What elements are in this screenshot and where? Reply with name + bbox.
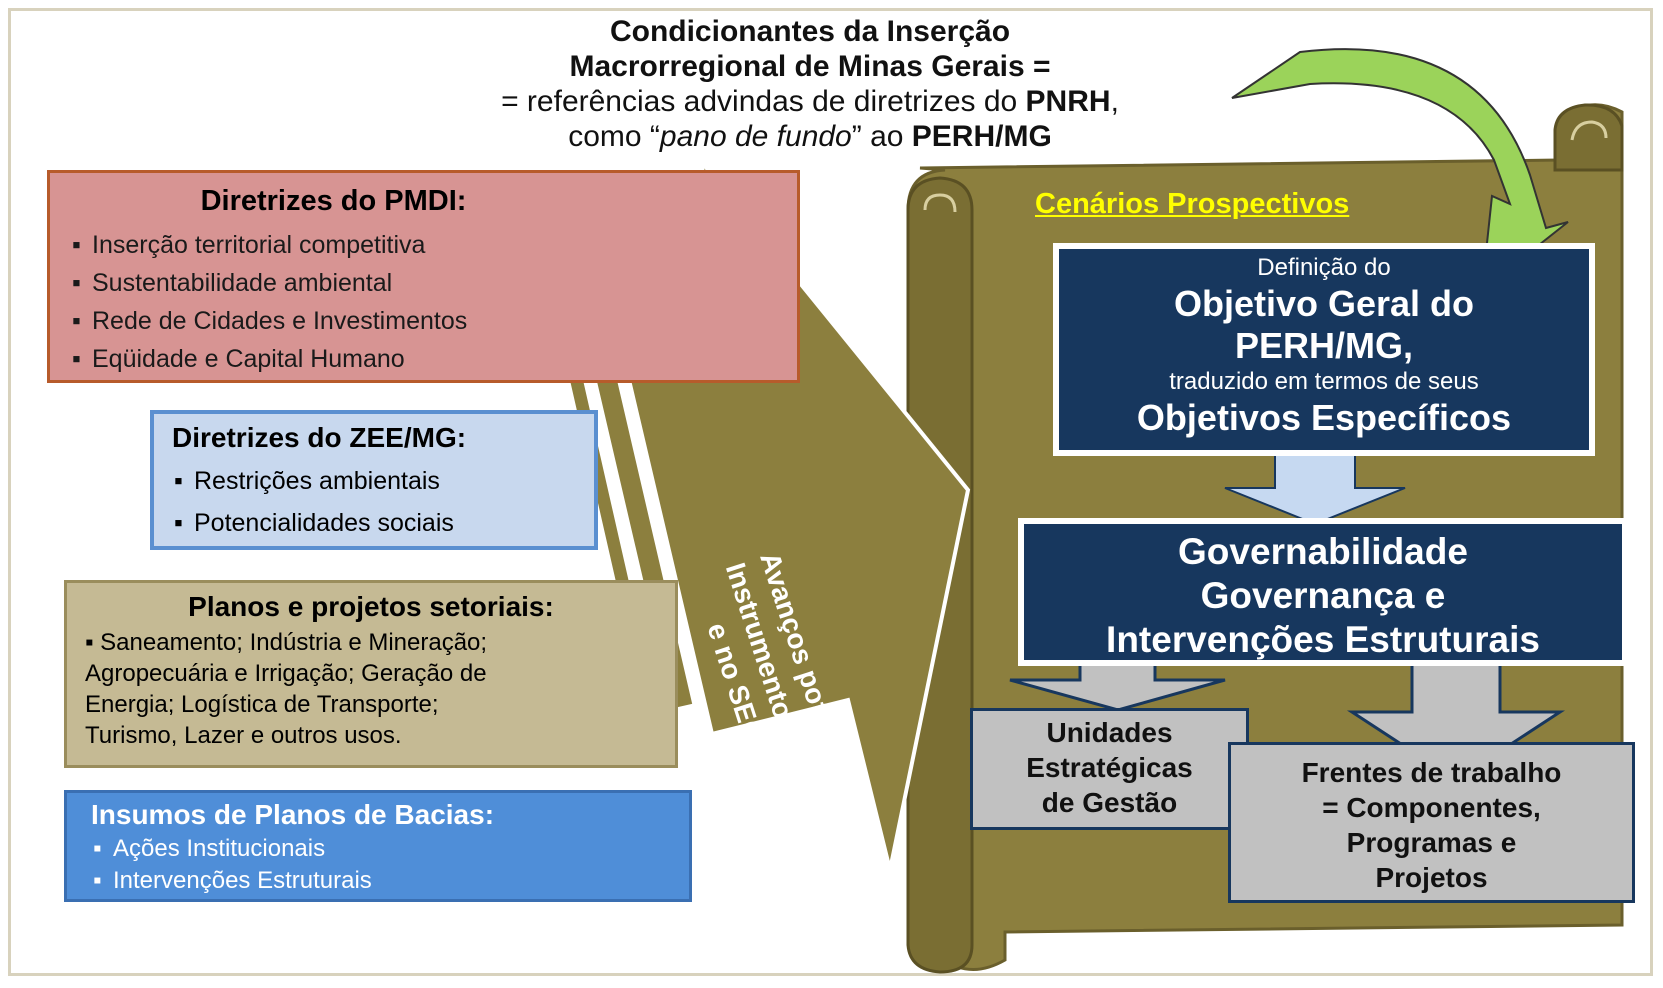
- header-perh: PERH/MG: [911, 120, 1052, 153]
- scroll-left-curl: [923, 193, 957, 213]
- basin-plans-box: Insumos de Planos de Bacias: Ações Insti…: [64, 790, 692, 902]
- work-fronts-box: Frentes de trabalho = Componentes, Progr…: [1228, 742, 1635, 903]
- work-fronts-line: Programas e: [1346, 827, 1517, 858]
- pmdi-item: Eqüidade e Capital Humano: [70, 340, 777, 378]
- sectoral-plans-line: Agropecuária e Irrigação; Geração de: [85, 660, 487, 687]
- header-line-3-start: = referências advindas de diretrizes do: [501, 85, 1026, 118]
- scroll-right-curl: [1570, 120, 1608, 141]
- pmdi-item: Rede de Cidades e Investimentos: [70, 302, 777, 340]
- objective-box: Definição do Objetivo Geral do PERH/MG, …: [1053, 243, 1595, 456]
- objective-line: Objetivos Específicos: [1136, 397, 1512, 438]
- header-line-4-start: como “: [568, 120, 660, 153]
- work-fronts-line: = Componentes,: [1322, 792, 1541, 823]
- strategic-units-line: de Gestão: [1041, 787, 1178, 818]
- header-pano-de-fundo: pano de fundo: [659, 120, 852, 153]
- diagram-frame: [8, 8, 1653, 976]
- header-line-3-end: ,: [1110, 85, 1119, 118]
- sectoral-plans-title: Planos e projetos setoriais:: [188, 591, 554, 622]
- pmdi-item: Inserção territorial competitiva: [70, 226, 777, 264]
- header-line-1: Condicionantes da Inserção: [609, 15, 1011, 48]
- zee-title: Diretrizes do ZEE/MG:: [172, 422, 467, 453]
- pmdi-item: Sustentabilidade ambiental: [70, 264, 777, 302]
- sectoral-plans-line: ▪ Saneamento; Indústria e Mineração;: [85, 629, 488, 656]
- header-line-3: = referências advindas de diretrizes do …: [400, 84, 1220, 119]
- objective-line: Objetivo Geral do: [1173, 283, 1475, 324]
- strategic-units-line: Estratégicas: [1026, 752, 1193, 783]
- objective-line: PERH/MG,: [1234, 325, 1413, 366]
- scenarios-title: Cenários Prospectivos: [1035, 188, 1350, 220]
- pmdi-list: Inserção territorial competitiva Sustent…: [70, 226, 777, 378]
- header: Condicionantes da Inserção Macrorregiona…: [400, 14, 1220, 154]
- pmdi-title: Diretrizes do PMDI:: [200, 185, 467, 217]
- zee-list: Restrições ambientais Potencialidades so…: [172, 460, 576, 544]
- basin-plans-title: Insumos de Planos de Bacias:: [91, 799, 495, 830]
- governance-line: Governança e: [1200, 575, 1446, 616]
- objective-line: traduzido em termos de seus: [1169, 368, 1479, 395]
- header-line-4: como “pano de fundo” ao PERH/MG: [400, 119, 1220, 154]
- sectoral-plans-line: Turismo, Lazer e outros usos.: [85, 722, 402, 749]
- basin-plans-list: Ações Institucionais Intervenções Estrut…: [91, 833, 665, 897]
- header-pnrh: PNRH: [1025, 85, 1111, 118]
- basin-plans-item: Ações Institucionais: [91, 833, 665, 865]
- basin-plans-item: Intervenções Estruturais: [91, 865, 665, 897]
- zee-box: Diretrizes do ZEE/MG: Restrições ambient…: [150, 410, 598, 550]
- header-line-4-mid: ” ao: [851, 120, 912, 153]
- governance-line: Governabilidade: [1178, 531, 1468, 572]
- sectoral-plans-box: Planos e projetos setoriais: ▪ Saneament…: [64, 580, 678, 768]
- zee-item: Restrições ambientais: [172, 460, 576, 502]
- sectoral-plans-line: Energia; Logística de Transporte;: [85, 691, 439, 718]
- objective-line: Definição do: [1257, 254, 1391, 281]
- strategic-units-line: Unidades: [1046, 717, 1173, 748]
- work-fronts-line: Projetos: [1375, 862, 1488, 893]
- pmdi-box: Diretrizes do PMDI: Inserção territorial…: [47, 170, 800, 383]
- header-line-2: Macrorregional de Minas Gerais =: [569, 50, 1051, 83]
- curved-green-arrow: [1231, 48, 1569, 293]
- scroll-right-roll: [1553, 103, 1624, 172]
- governance-box: Governabilidade Governança e Intervençõe…: [1018, 518, 1628, 666]
- zee-item: Potencialidades sociais: [172, 502, 576, 544]
- strategic-units-box: Unidades Estratégicas de Gestão: [970, 708, 1249, 830]
- governance-line: Intervenções Estruturais: [1106, 619, 1540, 660]
- work-fronts-line: Frentes de trabalho: [1301, 757, 1562, 788]
